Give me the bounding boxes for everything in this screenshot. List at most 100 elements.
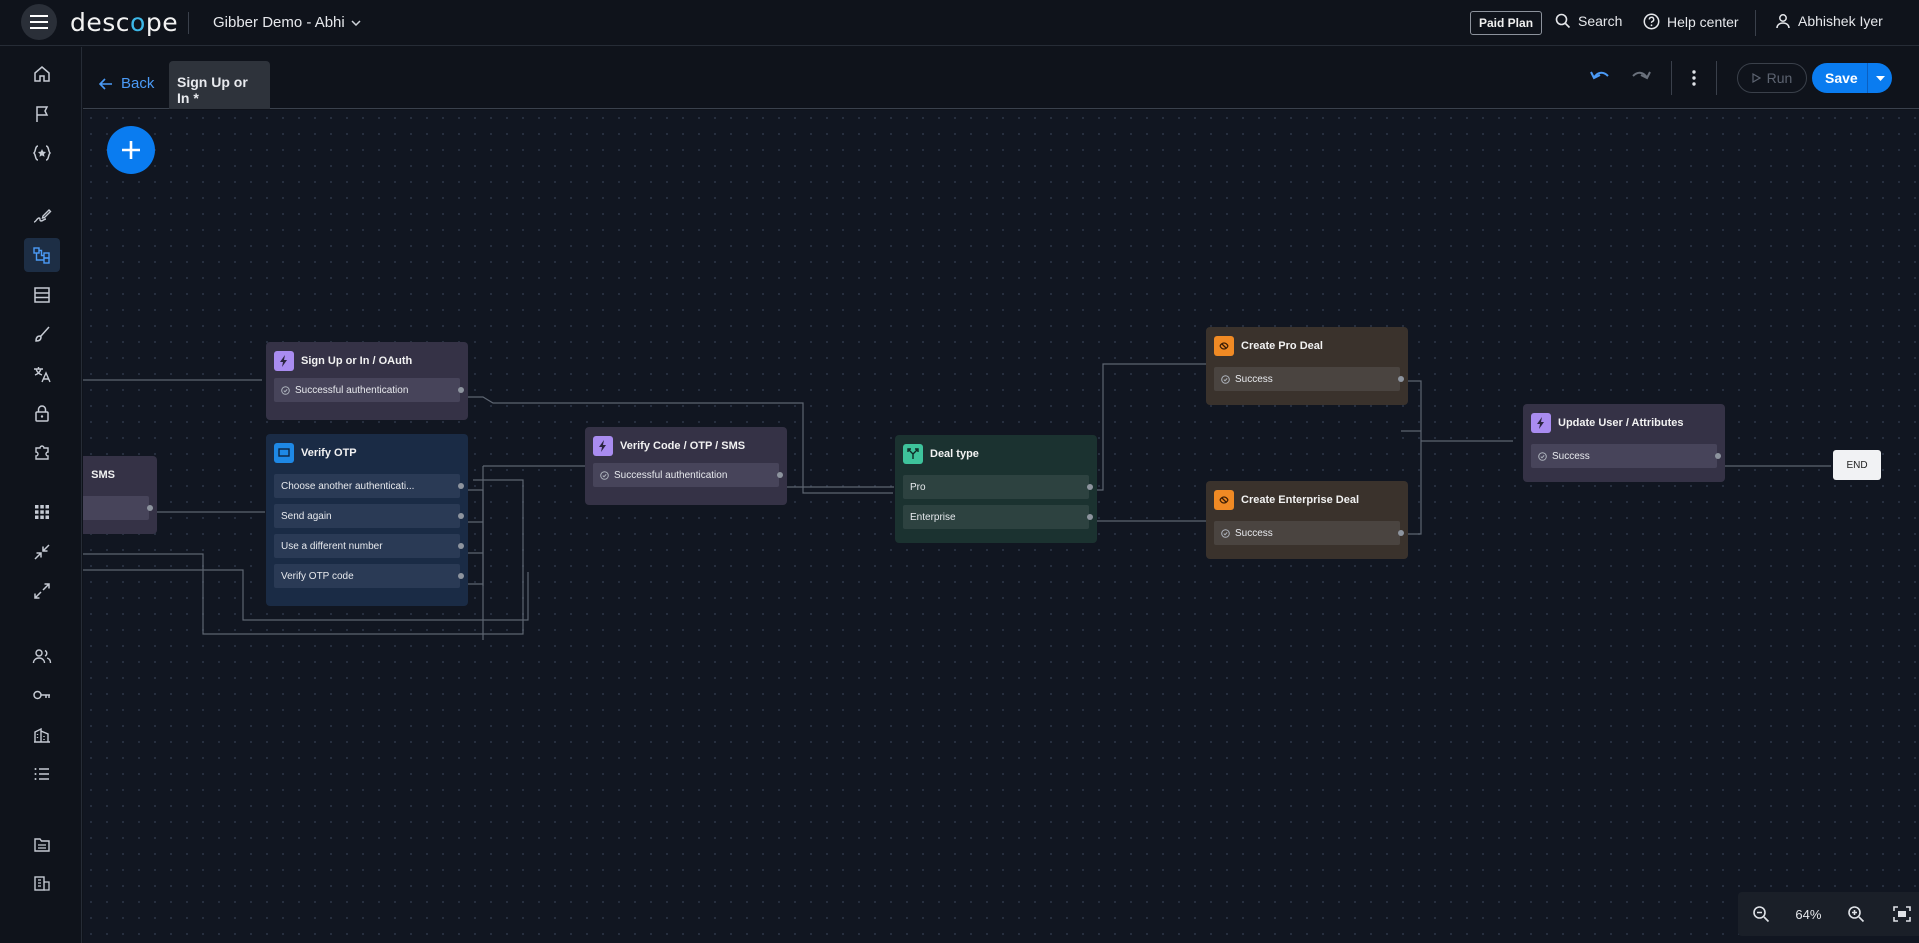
flag-icon [36, 106, 49, 122]
save-options-button[interactable] [1867, 63, 1892, 93]
node-output-row[interactable]: Send again [274, 504, 464, 528]
signature-icon [33, 209, 52, 223]
back-button[interactable]: Back [99, 75, 154, 92]
sidebar-item-templates[interactable] [24, 278, 60, 312]
sidebar-item-access-keys[interactable] [24, 678, 60, 712]
expand-icon [34, 583, 50, 599]
caret-down-icon [1875, 75, 1885, 81]
flow-editor-header: Back Sign Up or In * Run Save [83, 47, 1919, 109]
run-label: Run [1766, 70, 1793, 86]
menu-button[interactable] [21, 4, 57, 40]
sidebar-item-company[interactable] [24, 866, 60, 900]
zoom-out-button[interactable] [1738, 892, 1784, 936]
sidebar-item-flows[interactable] [24, 238, 60, 272]
building-icon [34, 727, 50, 743]
sidebar-item-localization[interactable] [24, 357, 60, 391]
divider [1671, 61, 1672, 95]
node-output-row[interactable]: Successful authentication [274, 378, 464, 402]
end-node[interactable]: END [1833, 450, 1881, 480]
sidebar-item-users[interactable] [24, 639, 60, 673]
undo-button[interactable] [1589, 67, 1613, 89]
output-port[interactable] [1087, 514, 1093, 520]
check-circle-icon [1221, 374, 1230, 384]
deal-type-node[interactable]: Deal type Pro Enterprise [895, 435, 1097, 543]
output-label: Enterprise [910, 511, 956, 523]
zoom-level[interactable]: 64% [1795, 906, 1822, 922]
node-output-row[interactable]: Successful authentication [593, 463, 783, 487]
zoom-controls: 64% [1738, 892, 1919, 936]
sidebar-item-tenants[interactable] [24, 718, 60, 752]
run-button[interactable]: Run [1737, 63, 1807, 93]
verify-otp-node[interactable]: Verify OTP Choose another authenticati..… [266, 434, 468, 606]
flow-canvas[interactable]: SMS Sign Up or In / OAuth Successful aut… [83, 110, 1919, 943]
node-title: Update User / Attributes [1558, 417, 1684, 429]
node-output-row[interactable]: Success [1214, 367, 1404, 391]
redo-button[interactable] [1630, 67, 1654, 89]
save-button[interactable]: Save [1812, 63, 1892, 93]
back-label: Back [121, 75, 155, 92]
user-icon [1776, 14, 1790, 29]
node-output-row[interactable]: Pro [903, 475, 1093, 499]
collapse-icon [34, 544, 50, 560]
sms-node[interactable]: SMS [83, 456, 157, 534]
fit-view-button[interactable] [1879, 892, 1919, 936]
node-output-row[interactable]: Verify OTP code [274, 564, 464, 588]
code-braces-icon [32, 145, 52, 161]
hamburger-icon [30, 15, 48, 29]
verify-code-node[interactable]: Verify Code / OTP / SMS Successful authe… [585, 427, 787, 505]
sidebar-item-project-settings[interactable] [24, 827, 60, 861]
divider [1755, 10, 1756, 36]
node-output-row[interactable] [83, 496, 153, 520]
node-output-row[interactable]: Enterprise [903, 505, 1093, 529]
output-port[interactable] [1398, 530, 1404, 536]
sidebar-item-authentication-methods[interactable] [24, 199, 60, 233]
sidebar-item-audit[interactable] [24, 757, 60, 791]
node-title: Create Pro Deal [1241, 340, 1323, 352]
output-port[interactable] [458, 543, 464, 549]
sidebar-item-authorization[interactable] [24, 396, 60, 430]
output-port[interactable] [777, 472, 783, 478]
sidebar-item-getting-started[interactable] [24, 97, 60, 131]
output-port[interactable] [458, 573, 464, 579]
sidebar-item-styles[interactable] [24, 317, 60, 351]
output-port[interactable] [458, 513, 464, 519]
update-user-node[interactable]: Update User / Attributes Success [1523, 404, 1725, 482]
sidebar-item-sdk[interactable] [24, 136, 60, 170]
user-name: Abhishek Iyer [1798, 13, 1883, 29]
translate-icon [34, 367, 51, 383]
plan-badge[interactable]: Paid Plan [1470, 11, 1543, 35]
folder-icon [34, 838, 50, 852]
more-options-button[interactable] [1686, 65, 1702, 91]
sidebar-item-apps[interactable] [24, 495, 60, 529]
signup-oauth-node[interactable]: Sign Up or In / OAuth Successful authent… [266, 342, 468, 420]
screen-icon [274, 443, 294, 463]
output-port[interactable] [1715, 453, 1721, 459]
create-enterprise-deal-node[interactable]: Create Enterprise Deal Success [1206, 481, 1408, 559]
output-port[interactable] [1087, 484, 1093, 490]
node-output-row[interactable]: Success [1214, 521, 1404, 545]
output-port[interactable] [1398, 376, 1404, 382]
sidebar-item-expand[interactable] [24, 574, 60, 608]
search-button[interactable]: Search [1555, 13, 1622, 29]
sidebar-item-collapse[interactable] [24, 535, 60, 569]
output-port[interactable] [458, 387, 464, 393]
zoom-in-button[interactable] [1833, 892, 1879, 936]
sidebar-item-home[interactable] [24, 57, 60, 91]
create-pro-deal-node[interactable]: Create Pro Deal Success [1206, 327, 1408, 405]
node-title: SMS [91, 469, 115, 481]
descope-logo[interactable]: descope [70, 8, 179, 37]
node-output-row[interactable]: Use a different number [274, 534, 464, 558]
add-node-button[interactable] [107, 126, 155, 174]
node-output-row[interactable]: Success [1531, 444, 1721, 468]
help-center-button[interactable]: Help center [1643, 13, 1739, 30]
user-menu[interactable]: Abhishek Iyer [1775, 13, 1883, 29]
tab-sign-up-or-in[interactable]: Sign Up or In * [169, 61, 270, 109]
node-output-row[interactable]: Choose another authenticati... [274, 474, 464, 498]
output-label: Successful authentication [614, 469, 728, 481]
output-port[interactable] [458, 483, 464, 489]
connection-lines [83, 363, 1831, 640]
project-selector[interactable]: Gibber Demo - Abhi [213, 14, 361, 31]
output-label: Successful authentication [295, 384, 409, 396]
output-port[interactable] [147, 505, 153, 511]
sidebar-item-connectors[interactable] [24, 435, 60, 469]
